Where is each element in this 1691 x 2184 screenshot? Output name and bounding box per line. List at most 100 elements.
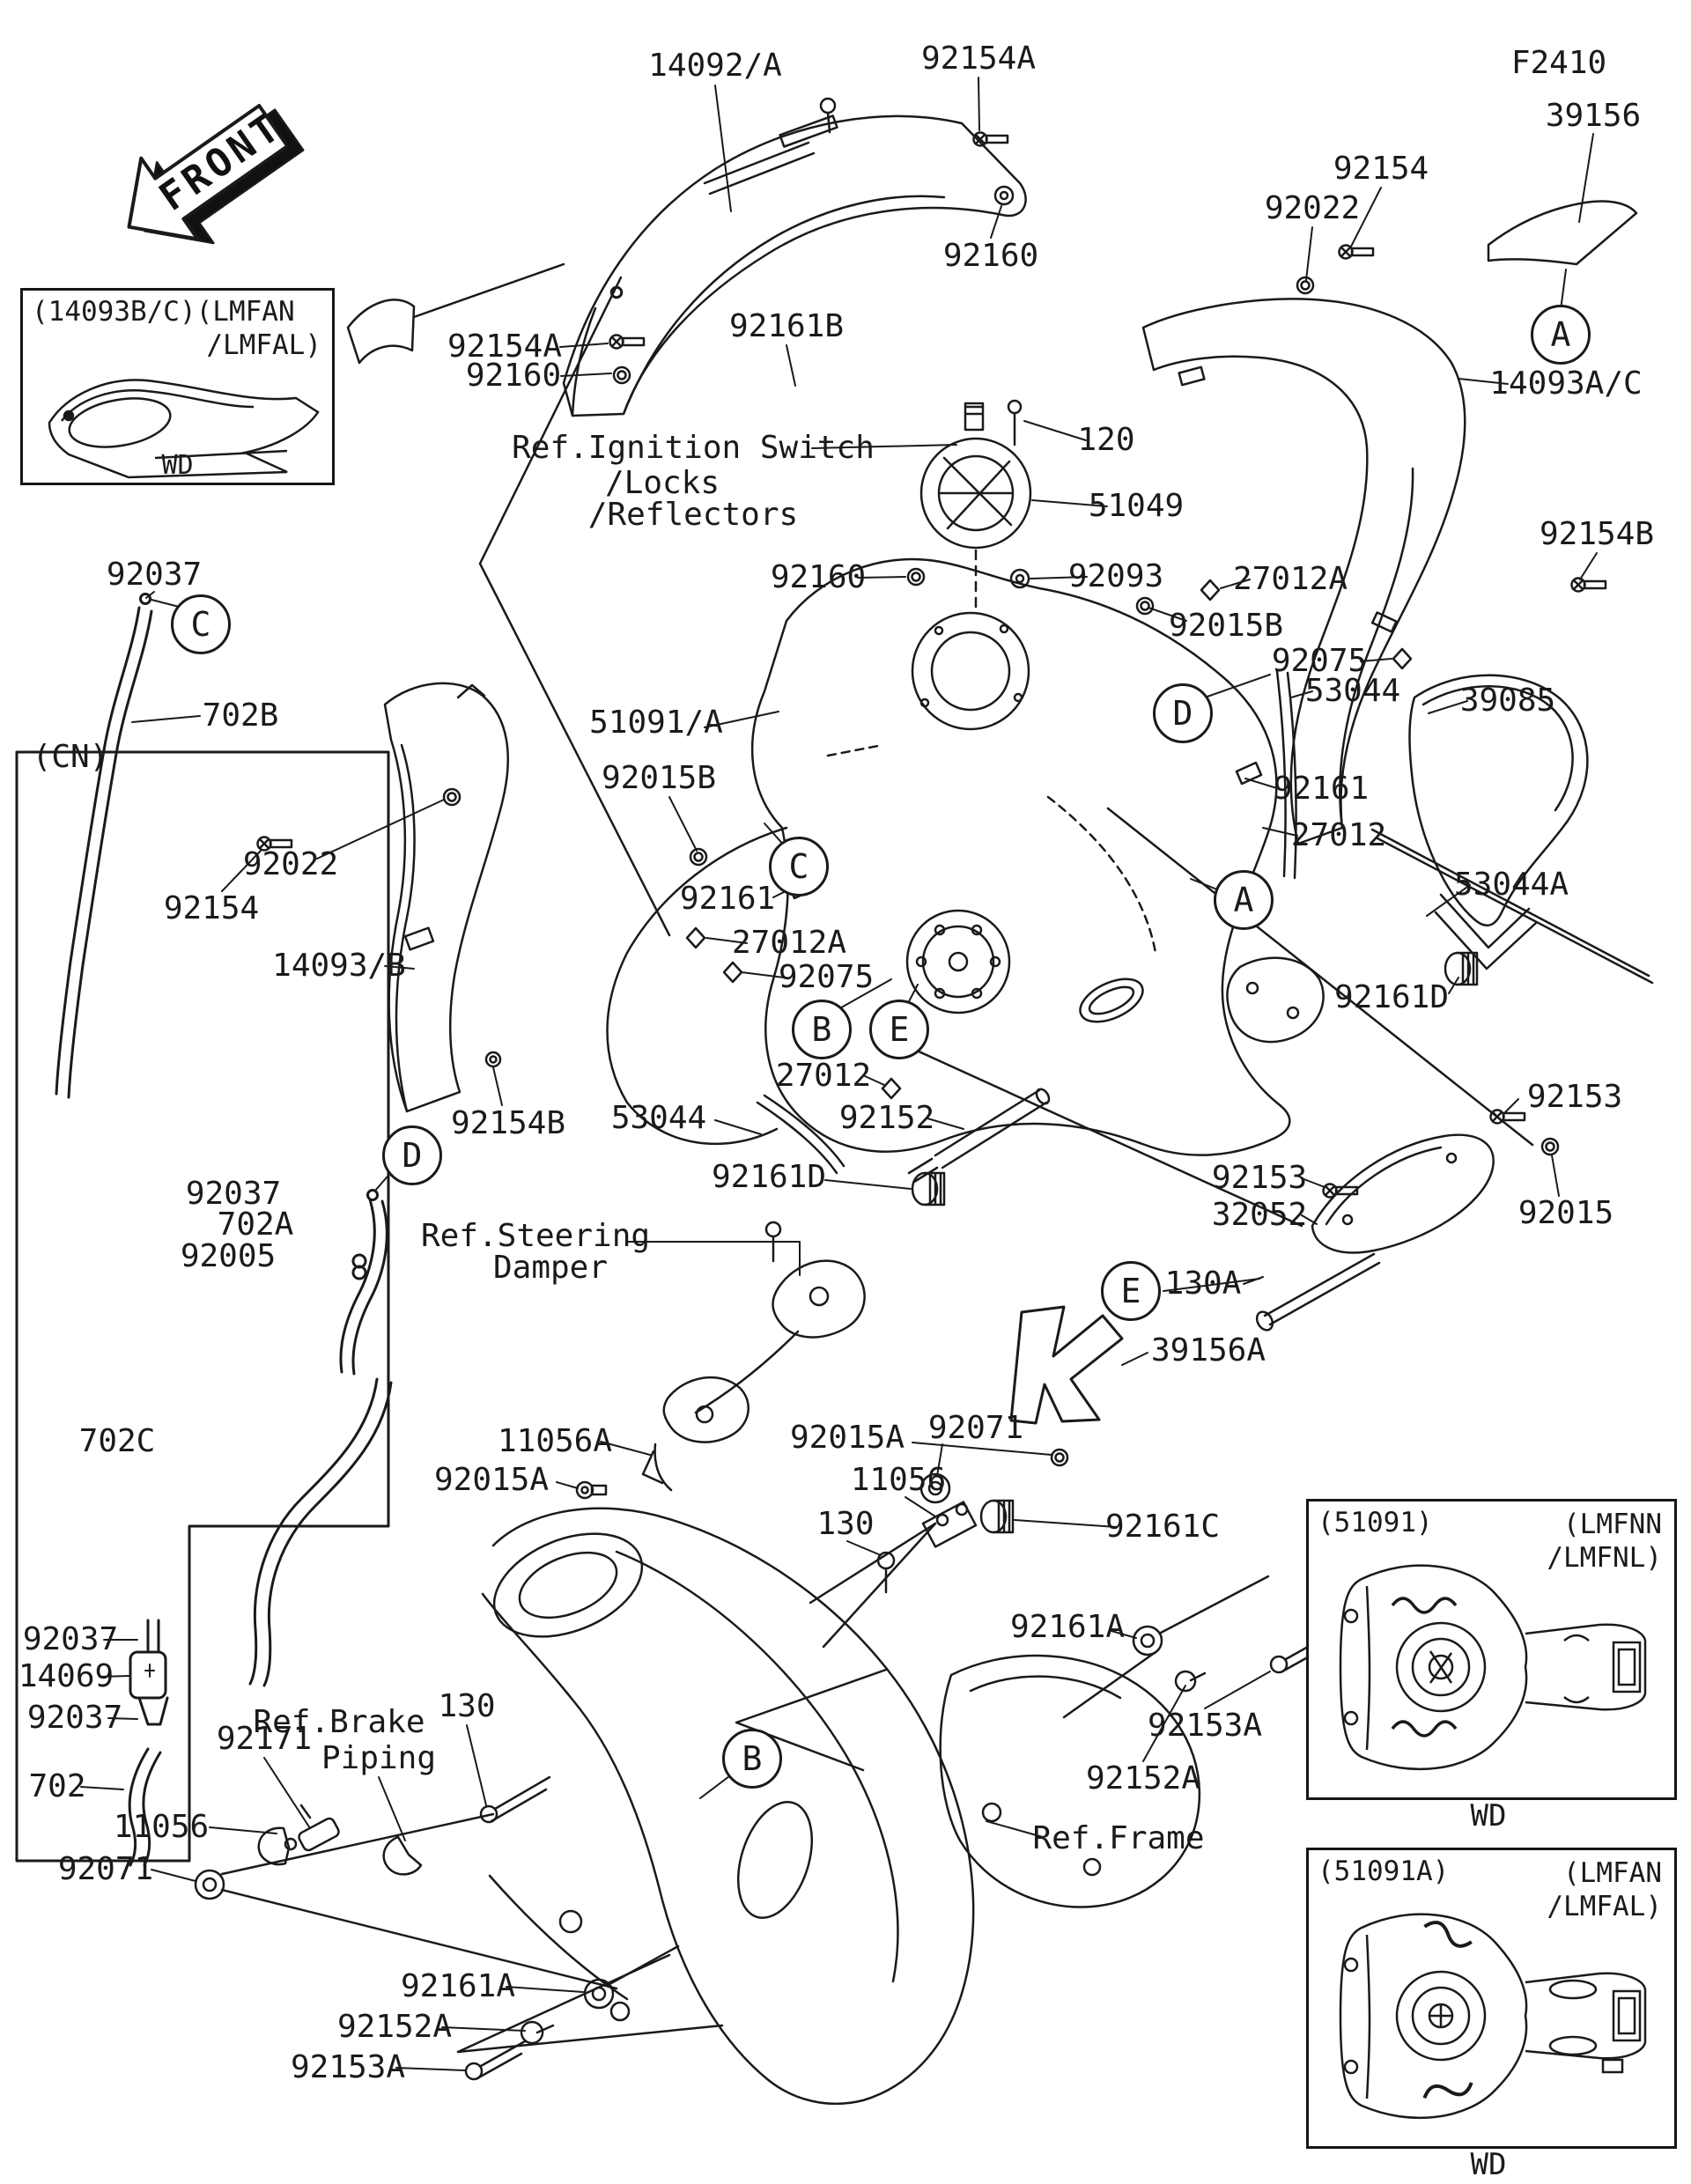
- part-label-92005: 92005: [180, 1238, 277, 1274]
- part-label-92161b: 92161B: [728, 308, 845, 344]
- inset-box-cowl: (14093B/C)(LMFAN /LMFAL) WD: [20, 288, 335, 485]
- part-label-11056: 11056: [850, 1462, 947, 1498]
- cn-box-outline: [15, 750, 390, 1863]
- inset-51091a-code2: /LMFAL): [1547, 1891, 1662, 1922]
- part-label-cn: (CN): [32, 739, 109, 775]
- inset-box-51091a: (51091A) (LMFAN /LMFAL): [1306, 1848, 1677, 2149]
- part-label-ref-steering: Ref.Steering: [420, 1218, 651, 1254]
- part-label-92075: 92075: [1271, 643, 1368, 679]
- left-cover-drawing: [383, 682, 509, 1113]
- brake-piping-parts-drawing: [194, 1775, 618, 1990]
- part-label-92152: 92152: [838, 1100, 935, 1136]
- part-label-92015a: 92015A: [789, 1420, 905, 1456]
- callout-circle-d: D: [382, 1125, 442, 1185]
- steering-damper-drawing: [575, 1221, 1069, 1649]
- part-label-27012a: 27012A: [1232, 561, 1348, 597]
- rear-bracket-drawing: [886, 807, 1560, 1332]
- part-label-39085: 39085: [1459, 682, 1556, 719]
- part-label-92153a: 92153A: [1147, 1708, 1263, 1744]
- inset-51091a-code1: (LMFAN: [1563, 1857, 1662, 1889]
- part-label-92022: 92022: [1264, 190, 1361, 226]
- part-label-ref-brake: Ref.Brake: [253, 1704, 425, 1740]
- part-label-92154: 92154: [163, 890, 260, 926]
- part-label-53044: 53044: [1304, 673, 1401, 709]
- inset-51091-code1: (LMFNN: [1563, 1509, 1662, 1540]
- fuel-tank-drawing: [606, 557, 1325, 1156]
- callout-circle-c: C: [769, 837, 829, 896]
- inset-box-51091: (51091) (LMFNN /LMFNL): [1306, 1499, 1677, 1800]
- part-label-92161: 92161: [1273, 771, 1370, 807]
- part-label-92037: 92037: [26, 1700, 123, 1736]
- part-label-53044: 53044: [610, 1100, 707, 1136]
- callout-circle-a: A: [1531, 305, 1591, 365]
- part-label-92153: 92153: [1526, 1079, 1623, 1115]
- part-label-120: 120: [1077, 422, 1135, 458]
- part-label-92037: 92037: [106, 557, 203, 593]
- inset-51091a-title: (51091A): [1318, 1856, 1450, 1887]
- inset-cowl-wd: WD: [161, 450, 194, 481]
- part-label-92161d: 92161D: [711, 1159, 827, 1195]
- part-label-92160: 92160: [465, 358, 562, 394]
- part-label-39156a: 39156A: [1150, 1332, 1266, 1369]
- part-label-damper: Damper: [492, 1250, 609, 1286]
- part-label-92154a: 92154A: [920, 41, 1037, 77]
- part-label-53044a: 53044A: [1453, 867, 1569, 903]
- tank-pad-strip-drawing: [1487, 200, 1638, 266]
- part-label-702a: 702A: [217, 1206, 294, 1243]
- part-label-11056a: 11056A: [497, 1423, 613, 1459]
- inset-51091-wd: WD: [1470, 1798, 1507, 1834]
- callout-circle-e: E: [869, 1000, 929, 1059]
- callout-circle-a: A: [1214, 870, 1274, 930]
- part-label-locks: /Locks: [604, 465, 720, 501]
- pipe-drawing: [907, 951, 1479, 1206]
- knee-pad-drawing: [1408, 674, 1589, 970]
- part-label-130: 130: [438, 1688, 496, 1724]
- part-label-92152a: 92152A: [1085, 1760, 1201, 1797]
- part-label-92161d: 92161D: [1333, 979, 1450, 1015]
- part-label-702: 702: [28, 1768, 86, 1804]
- part-label-92152a: 92152A: [336, 2009, 453, 2045]
- part-label-92161c: 92161C: [1104, 1509, 1221, 1545]
- inset-51091-code2: /LMFNL): [1547, 1542, 1662, 1574]
- k-pad-drawing: [1009, 1305, 1124, 1425]
- inset-cowl-title2: /LMFAL): [206, 329, 321, 361]
- tank-top-silhouette: [1339, 1564, 1647, 1770]
- right-cover-drawing: [1141, 298, 1466, 845]
- part-label-92037: 92037: [185, 1176, 282, 1212]
- part-label-92160: 92160: [942, 238, 1039, 274]
- part-label-92153: 92153: [1211, 1160, 1308, 1196]
- hose-drawing: [55, 593, 393, 1867]
- part-label-14093-b: 14093/B: [272, 948, 406, 984]
- callout-circle-d: D: [1153, 683, 1213, 743]
- part-label-92015b: 92015B: [1168, 608, 1284, 644]
- part-label-130a: 130A: [1164, 1265, 1242, 1302]
- part-label-92015a: 92015A: [433, 1462, 550, 1498]
- part-label-702c: 702C: [78, 1423, 156, 1459]
- part-label-32052: 32052: [1211, 1197, 1308, 1233]
- part-label-27012: 27012: [1290, 817, 1387, 853]
- lower-fastener-drawing: [464, 1944, 680, 2081]
- part-label-11056: 11056: [113, 1809, 210, 1845]
- part-label-92161a: 92161A: [1009, 1609, 1126, 1645]
- part-label-27012a: 27012A: [731, 925, 847, 961]
- callout-circle-b: B: [792, 1000, 852, 1059]
- part-label-702b: 702B: [202, 697, 279, 734]
- part-label-92154b: 92154B: [450, 1105, 566, 1141]
- tank-top-a-silhouette: [1339, 1913, 1647, 2119]
- part-label-92154a: 92154A: [447, 328, 563, 365]
- part-label-92154: 92154: [1333, 151, 1429, 187]
- part-label-27012: 27012: [775, 1058, 872, 1094]
- part-label-14092-a: 14092/A: [648, 48, 782, 84]
- part-label-39156: 39156: [1545, 98, 1642, 134]
- inset-51091a-wd: WD: [1470, 2147, 1507, 2182]
- part-label-51091-a: 51091/A: [589, 705, 723, 741]
- cowl-silhouette: [48, 379, 320, 479]
- part-label-92071: 92071: [57, 1851, 154, 1887]
- part-label-92037: 92037: [22, 1621, 119, 1657]
- inset-51091-title: (51091): [1318, 1507, 1433, 1538]
- part-label-92015b: 92015B: [601, 760, 717, 796]
- part-label-92153a: 92153A: [290, 2049, 406, 2085]
